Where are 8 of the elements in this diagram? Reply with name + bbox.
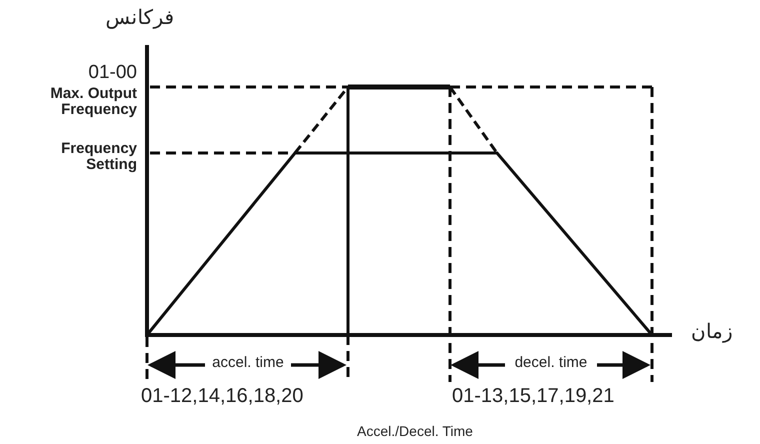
axis-tick-label: Frequency Setting <box>60 141 137 172</box>
axis-title: زمان <box>690 322 734 343</box>
caption: Accel./Decel. Time <box>356 423 474 439</box>
parameter-label: 01-12,14,16,18,20 <box>141 386 304 407</box>
parameter-label: 01-13,15,17,19,21 <box>452 386 616 407</box>
axis-tick-label: Max. Output Frequency <box>49 86 137 118</box>
axis-tick-label: 01-00 <box>87 63 137 83</box>
axis-title: فرکانس <box>104 8 176 29</box>
